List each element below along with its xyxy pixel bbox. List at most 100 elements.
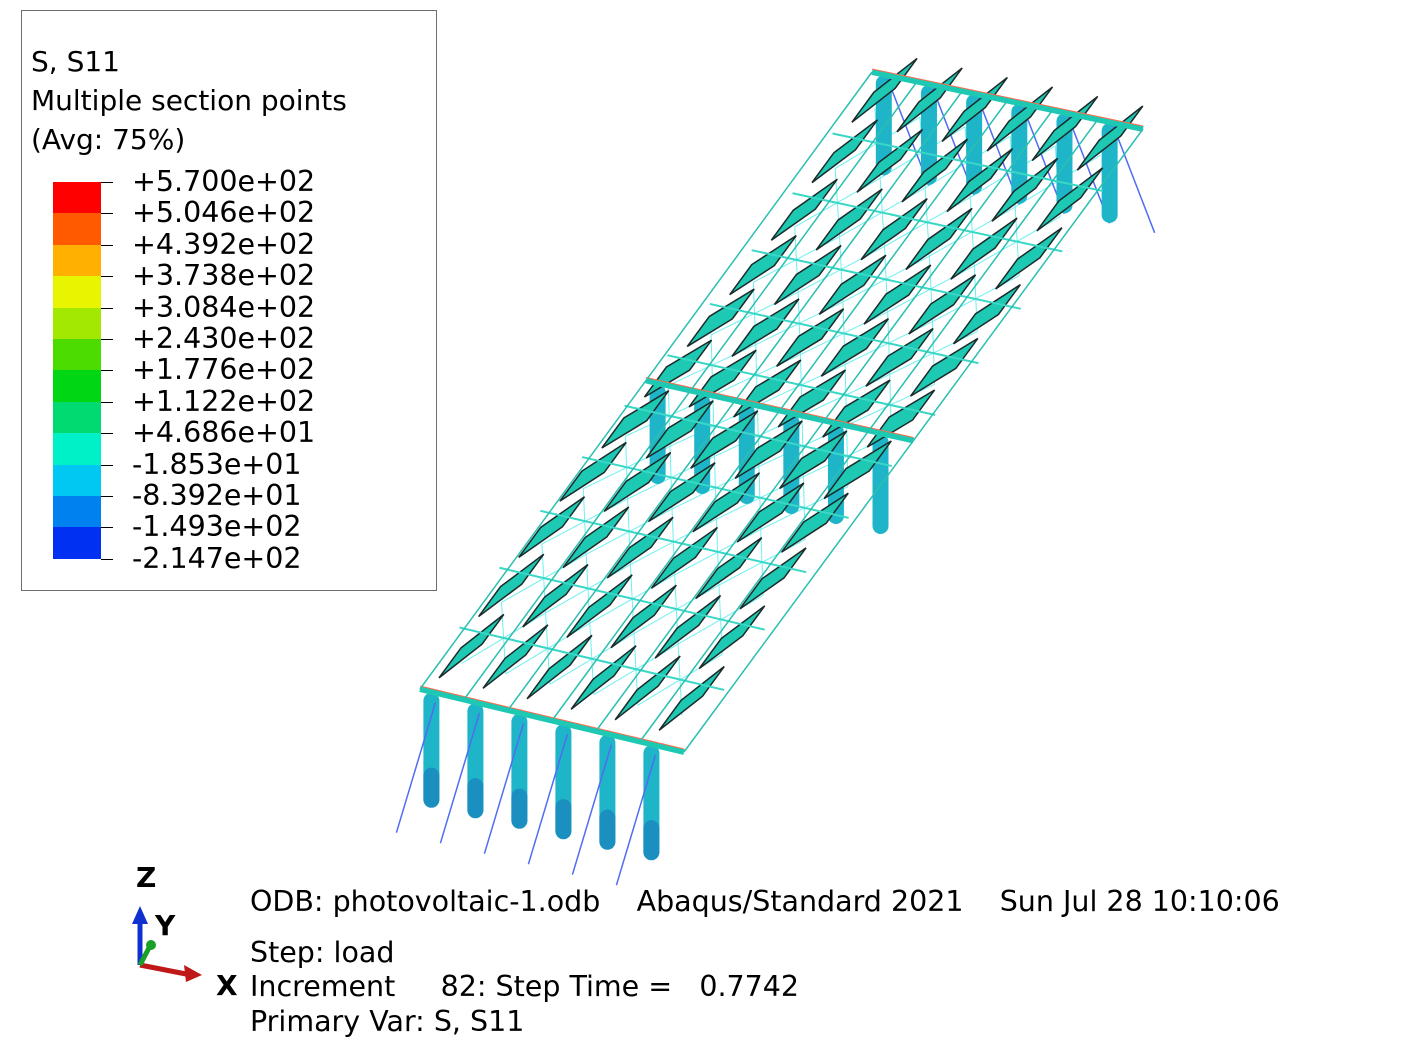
- x-axis-arrow: [139, 962, 187, 977]
- pv-panel: [736, 482, 805, 543]
- pv-panel: [734, 420, 803, 479]
- pv-panel: [863, 264, 932, 325]
- cross-beam-edge: [419, 685, 685, 750]
- legend-band: [53, 495, 101, 528]
- legend-band: [53, 370, 101, 402]
- diagonal-brace: [615, 754, 657, 886]
- pv-panel: [729, 235, 797, 296]
- pv-panel: [818, 254, 887, 315]
- legend-tick: [101, 182, 113, 183]
- triad-z-label: Z: [136, 861, 157, 894]
- pv-panel: [518, 496, 586, 558]
- cross-beam-edge: [645, 377, 914, 438]
- rafter: [507, 90, 963, 711]
- legend-level-label: +5.700e+02: [132, 165, 316, 198]
- purlin: [499, 566, 765, 631]
- diagonal-brace: [1112, 126, 1156, 234]
- pv-panel: [815, 188, 883, 251]
- legend-tick: [101, 433, 113, 435]
- pv-panel: [905, 207, 973, 271]
- legend-section: Multiple section points: [31, 84, 347, 117]
- pv-panel: [606, 516, 674, 579]
- pv-panel: [614, 655, 681, 721]
- legend-band: [53, 276, 101, 308]
- legend-tick: [101, 558, 113, 560]
- legend-tick: [101, 244, 113, 246]
- cross-beam-edge: [871, 68, 1144, 127]
- pv-panel: [477, 553, 545, 618]
- triad-y-label: Y: [155, 909, 176, 942]
- legend-level-label: +2.430e+02: [132, 322, 316, 355]
- pv-panel: [773, 244, 842, 306]
- pv-panel: [658, 665, 725, 731]
- z-axis-arrowhead: [132, 906, 148, 924]
- pv-panel: [603, 451, 672, 512]
- rafter: [419, 71, 873, 690]
- legend-band: [53, 213, 101, 245]
- pv-panel: [686, 288, 755, 348]
- legend-band: [53, 527, 101, 559]
- pv-panel: [698, 605, 766, 670]
- pv-panel: [522, 563, 589, 628]
- diagonal-brace: [439, 712, 481, 844]
- legend-band: [53, 338, 101, 371]
- pv-panel: [860, 198, 928, 261]
- purlin: [792, 192, 1063, 253]
- legend-level-label: -8.392e+01: [132, 479, 302, 512]
- rafter: [595, 109, 1054, 732]
- x-axis-arrowhead: [184, 965, 202, 982]
- pv-panel: [526, 634, 593, 700]
- pv-panel: [811, 119, 879, 184]
- pv-panel: [901, 138, 969, 203]
- pv-panel: [950, 217, 1018, 280]
- pv-panel: [952, 283, 1021, 345]
- rafter: [551, 100, 1009, 721]
- pv-panel: [482, 624, 549, 689]
- legend-averaging: (Avg: 75%): [31, 123, 186, 156]
- pv-panel: [690, 410, 759, 469]
- pv-panel: [601, 390, 670, 449]
- pv-panel: [986, 86, 1054, 152]
- legend-tick: [101, 307, 113, 309]
- legend-level-label: +5.046e+02: [132, 196, 316, 230]
- purlin: [832, 132, 1104, 193]
- pv-panel: [941, 76, 1008, 143]
- legend-color-bar: [53, 182, 101, 559]
- legend-band: [53, 433, 101, 465]
- rafter: [463, 81, 918, 700]
- pv-panel: [776, 308, 845, 367]
- pv-panel: [820, 317, 890, 377]
- rafter: [639, 119, 1099, 742]
- support-post-base: [423, 767, 440, 808]
- frame-beams: [419, 68, 1144, 755]
- y-axis-arrowhead: [146, 940, 156, 950]
- triad-x-label: X: [216, 969, 238, 1002]
- legend-level-label: -2.147e+02: [132, 541, 302, 575]
- pv-panel: [559, 441, 627, 502]
- pv-panel: [865, 327, 934, 387]
- diagonal-brace: [571, 744, 613, 875]
- pv-panel: [739, 547, 807, 610]
- pv-panel: [562, 506, 630, 569]
- legend-level-label: +3.084e+02: [132, 290, 316, 324]
- pv-panel: [856, 128, 924, 193]
- pv-panel: [909, 337, 979, 397]
- legend-band: [53, 464, 101, 496]
- legend-band: [53, 307, 101, 339]
- legend-level-label: -1.853e+01: [132, 447, 302, 481]
- legend-tick: [101, 496, 113, 497]
- pv-panel: [566, 574, 633, 638]
- purlin: [751, 249, 1022, 310]
- primary-var-info: Primary Var: S, S11: [250, 1005, 525, 1038]
- legend-level-label: +3.738e+02: [132, 259, 316, 293]
- pv-panel: [647, 462, 716, 523]
- support-post-base: [555, 799, 572, 840]
- purlin: [540, 509, 807, 574]
- pv-panel: [692, 472, 761, 533]
- legend-tick: [101, 401, 113, 403]
- pv-panel: [908, 274, 977, 335]
- pv-panel: [823, 440, 892, 500]
- legend-level-label: +1.776e+02: [132, 353, 316, 387]
